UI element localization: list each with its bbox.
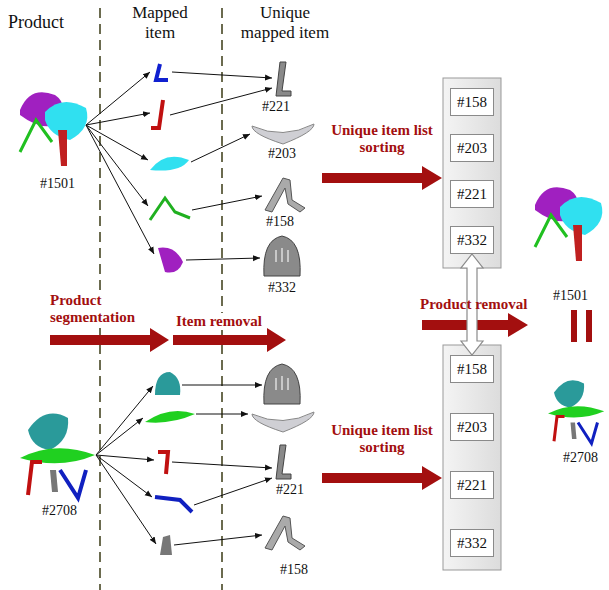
arrow-label: Unique item list sorting bbox=[319, 422, 445, 457]
arrow-label: Unique item list sorting bbox=[319, 122, 445, 157]
item-number: #221 bbox=[457, 477, 487, 494]
text-label: #2708 bbox=[563, 450, 598, 466]
text-label: #158 bbox=[280, 562, 308, 578]
item-number: #203 bbox=[457, 419, 487, 436]
text-label: #2708 bbox=[42, 503, 77, 519]
item-box: #158 bbox=[450, 355, 494, 383]
text-label: #221 bbox=[276, 482, 304, 498]
item-box: #158 bbox=[450, 88, 494, 116]
item-number: #158 bbox=[457, 361, 487, 378]
item-box: #221 bbox=[450, 471, 494, 499]
text-label: Unique mapped item bbox=[235, 3, 335, 42]
text-label: #203 bbox=[268, 146, 296, 162]
item-box: #203 bbox=[450, 134, 494, 162]
text-label: #332 bbox=[268, 280, 296, 296]
text-label: Product bbox=[8, 12, 64, 33]
item-number: #332 bbox=[457, 535, 487, 552]
text-label: #221 bbox=[262, 99, 290, 115]
arrow-label: Item removal bbox=[174, 313, 264, 330]
text-label: #1501 bbox=[40, 176, 75, 192]
item-box: #203 bbox=[450, 413, 494, 441]
item-number: #221 bbox=[457, 186, 487, 203]
arrow-label: Product segmentation bbox=[48, 292, 156, 327]
item-box: #332 bbox=[450, 529, 494, 557]
item-number: #332 bbox=[457, 232, 487, 249]
text-label: Mapped item bbox=[125, 3, 195, 42]
item-number: #203 bbox=[457, 140, 487, 157]
text-label: #1501 bbox=[553, 288, 588, 304]
item-box: #221 bbox=[450, 180, 494, 208]
text-label: #158 bbox=[266, 214, 294, 230]
arrow-label: Product removal bbox=[420, 296, 527, 313]
item-box: #332 bbox=[450, 226, 494, 254]
item-number: #158 bbox=[457, 94, 487, 111]
